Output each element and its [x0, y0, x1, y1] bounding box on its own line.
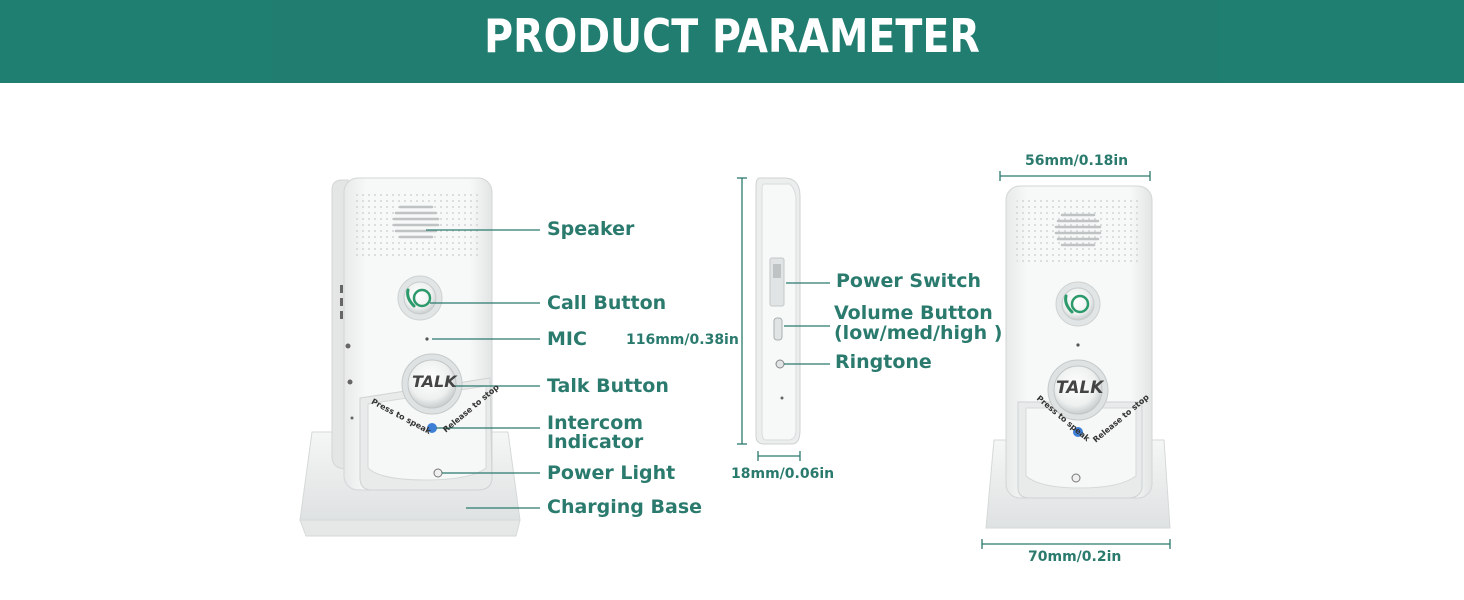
talk-button-callout-label: Talk Button: [547, 375, 669, 397]
ringtone-label: Ringtone: [835, 351, 932, 373]
left-callout-lines: [426, 229, 540, 509]
mic-hole: [425, 337, 429, 341]
power-light-led: [433, 468, 443, 478]
side-callout-lines: [737, 177, 830, 461]
power-light-label: Power Light: [547, 462, 676, 484]
intercom-indicator-led: [427, 423, 437, 433]
speaker-label: Speaker: [547, 218, 635, 240]
depth-dimension-label: 18mm/0.06in: [731, 466, 835, 482]
page-title: PRODUCT PARAMETER: [484, 9, 980, 63]
speaker-slots: [392, 205, 440, 239]
talk-button-label: TALK: [412, 372, 457, 391]
volume-button-label-1: Volume Button: [834, 302, 993, 324]
volume-button-label-2: (low/med/high ): [834, 322, 1003, 344]
volume-button-shape: [773, 317, 783, 341]
call-icon: [412, 288, 432, 308]
power-switch-label: Power Switch: [836, 270, 982, 292]
call-button-label: Call Button: [547, 292, 667, 314]
left-device: [299, 177, 521, 537]
right-dimension-lines: [981, 171, 1171, 549]
header-banner-center: [272, 0, 1218, 83]
charging-base-label: Charging Base: [547, 496, 703, 518]
right-device: [985, 185, 1171, 529]
side-device: [755, 177, 801, 445]
intercom-indicator-label-2: Indicator: [547, 431, 644, 453]
height-dimension-label: 116mm/0.38in: [626, 332, 739, 348]
width-dimension-label: 56mm/0.18in: [1025, 153, 1129, 169]
base-width-dimension-label: 70mm/0.2in: [1028, 549, 1122, 565]
talk-button-label-right: TALK: [1056, 378, 1104, 398]
intercom-indicator-label-1: Intercom: [547, 412, 644, 434]
mic-label: MIC: [547, 328, 587, 350]
ringtone-button-shape: [775, 359, 785, 369]
